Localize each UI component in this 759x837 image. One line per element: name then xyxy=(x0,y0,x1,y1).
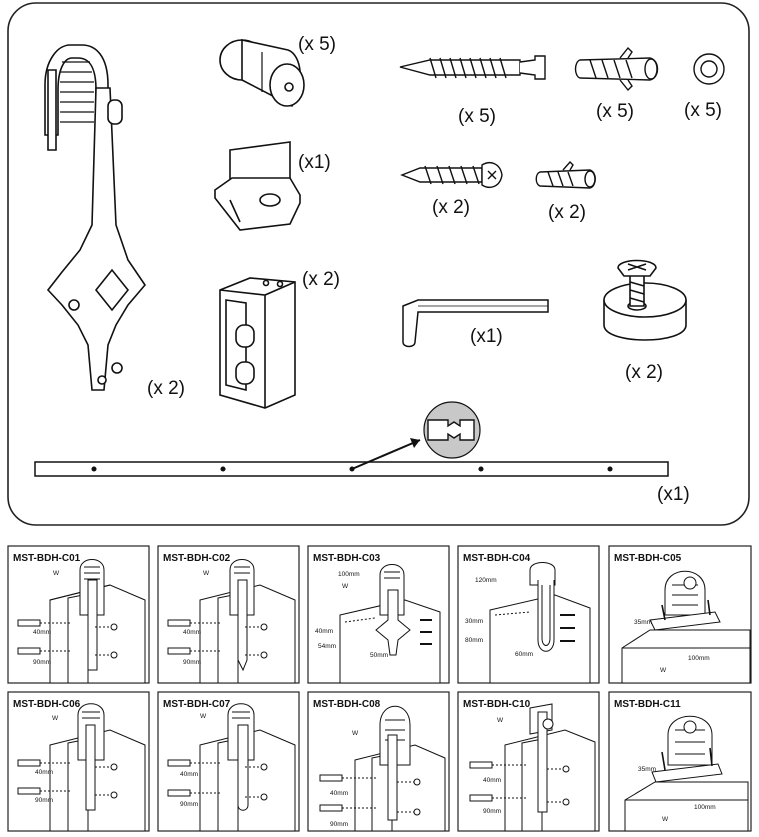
track-rail-part xyxy=(34,461,669,477)
panel-label-90mm: 90mm xyxy=(35,797,53,804)
hanger-strap-part xyxy=(44,44,147,391)
wall-anchor-large-quantity: (x 5) xyxy=(596,101,634,122)
panel-label-30mm: 30mm xyxy=(465,618,483,625)
rail-joint-callout xyxy=(351,401,481,470)
panel-label-40mm: 40mm xyxy=(483,777,501,784)
panel-label-40mm: 40mm xyxy=(33,629,51,636)
panel-label-w: W xyxy=(497,717,504,724)
floor-guide-part xyxy=(213,141,301,231)
panel-mst-bdh-c02: MST-BDH-C02 W 40mm 90mm xyxy=(157,545,300,684)
washer-part xyxy=(693,53,725,85)
panel-title: MST-BDH-C06 xyxy=(13,699,81,710)
panel-label-40mm: 40mm xyxy=(35,769,53,776)
hex-key-part xyxy=(402,299,549,348)
panel-label-35mm: 35mm xyxy=(638,766,656,773)
panel-mst-bdh-c11: MST-BDH-C11 35mm 100mm W xyxy=(608,691,752,832)
panel-label-50mm: 50mm xyxy=(370,652,388,659)
stopper-part xyxy=(219,39,305,108)
panel-mst-bdh-c07: MST-BDH-C07 W 40mm 90mm xyxy=(157,691,300,832)
panel-label-120mm: 120mm xyxy=(475,577,497,584)
floor-guide-quantity: (x1) xyxy=(298,152,331,173)
panel-label-40mm: 40mm xyxy=(330,790,348,797)
track-rail-quantity: (x1) xyxy=(657,484,690,505)
panel-title: MST-BDH-C10 xyxy=(463,699,531,710)
wall-anchor-small-quantity: (x 2) xyxy=(548,202,586,223)
bolt-small-part xyxy=(400,162,503,188)
panel-mst-bdh-c05: MST-BDH-C05 35mm 100mm W xyxy=(608,545,752,684)
panel-title: MST-BDH-C11 xyxy=(614,699,681,710)
panel-label-100mm: 100mm xyxy=(694,804,716,811)
panel-label-w: W xyxy=(662,816,669,823)
panel-label-w: W xyxy=(342,583,349,590)
panel-label-w: W xyxy=(660,667,667,674)
hex-key-quantity: (x1) xyxy=(470,326,503,347)
panel-title: MST-BDH-C05 xyxy=(614,553,682,564)
panel-label-40mm: 40mm xyxy=(183,629,201,636)
wall-anchor-large-part xyxy=(574,46,659,92)
panel-label-w: W xyxy=(352,730,359,737)
wall-anchor-small-part xyxy=(535,160,596,189)
parts-frame xyxy=(7,2,750,526)
panel-label-w: W xyxy=(200,713,207,720)
panel-mst-bdh-c08: MST-BDH-C08 W 40mm 90mm xyxy=(307,691,450,832)
panel-label-w: W xyxy=(203,570,210,577)
panel-mst-bdh-c10: MST-BDH-C10 W 40mm 90mm xyxy=(457,691,600,832)
panel-title: MST-BDH-C02 xyxy=(163,553,231,564)
lag-bolt-quantity: (x 5) xyxy=(458,106,496,127)
panel-label-80mm: 80mm xyxy=(465,637,483,644)
panel-label-40mm: 40mm xyxy=(315,628,333,635)
panel-title: MST-BDH-C04 xyxy=(463,553,531,564)
panel-label-w: W xyxy=(53,570,60,577)
panel-mst-bdh-c03: MST-BDH-C03 100mm W 40mm 54mm 50mm xyxy=(307,545,450,684)
bolt-small-quantity: (x 2) xyxy=(432,197,470,218)
panel-title: MST-BDH-C01 xyxy=(13,553,81,564)
panel-label-60mm: 60mm xyxy=(515,651,533,658)
stopper-quantity: (x 5) xyxy=(298,34,336,55)
spacer-block-quantity: (x 2) xyxy=(302,269,340,290)
panel-title: MST-BDH-C08 xyxy=(313,699,381,710)
spacer-block-part xyxy=(219,277,296,409)
panel-label-90mm: 90mm xyxy=(180,801,198,808)
panel-label-w: W xyxy=(52,715,59,722)
panel-mst-bdh-c04: MST-BDH-C04 120mm 30mm 80mm 60mm xyxy=(457,545,600,684)
panel-label-35mm: 35mm xyxy=(634,619,652,626)
washer-quantity: (x 5) xyxy=(684,100,722,121)
end-stop-part xyxy=(603,259,687,341)
panel-mst-bdh-c01: MST-BDH-C01 W 40mm 90mm xyxy=(7,545,150,684)
panel-label-90mm: 90mm xyxy=(183,659,201,666)
panel-title: MST-BDH-C03 xyxy=(313,553,381,564)
panel-label-90mm: 90mm xyxy=(483,808,501,815)
panel-label-100mm: 100mm xyxy=(688,655,710,662)
panel-label-90mm: 90mm xyxy=(33,659,51,666)
end-stop-quantity: (x 2) xyxy=(625,362,663,383)
lag-bolt-part xyxy=(399,55,546,80)
hanger-quantity: (x 2) xyxy=(147,378,185,399)
panel-title: MST-BDH-C07 xyxy=(163,699,231,710)
panel-label-40mm: 40mm xyxy=(180,771,198,778)
panel-label-100mm: 100mm xyxy=(338,571,360,578)
panel-label-54mm: 54mm xyxy=(318,643,336,650)
panel-mst-bdh-c06: MST-BDH-C06 W 40mm 90mm xyxy=(7,691,150,832)
panel-label-90mm: 90mm xyxy=(330,821,348,828)
